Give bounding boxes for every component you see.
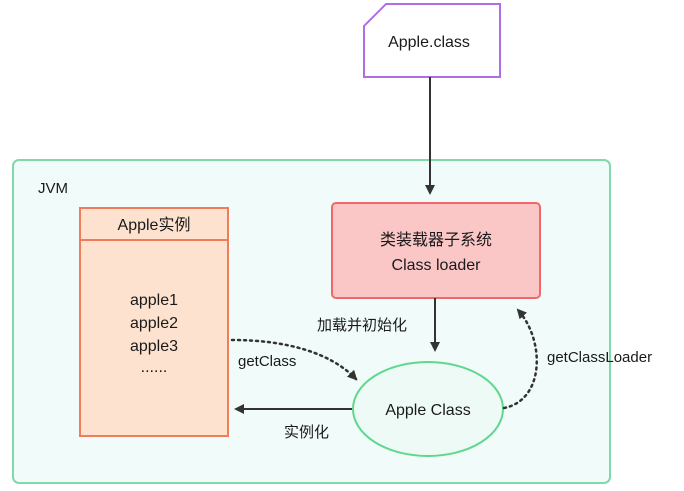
instance-item: ......	[141, 359, 168, 376]
jvm-label: JVM	[38, 180, 68, 197]
instance-item: apple1	[130, 292, 178, 309]
apple-class-node-label: Apple Class	[385, 402, 470, 419]
edge-label-get-class: getClass	[238, 353, 296, 370]
edge-label-instantiate: 实例化	[284, 424, 329, 441]
instance-item: apple2	[130, 315, 178, 332]
classloader-title-cn: 类装载器子系统	[380, 231, 492, 249]
classloader-title-en: Class loader	[392, 257, 482, 274]
classloader-box	[331, 202, 541, 299]
apple-class-file-label: Apple.class	[388, 34, 470, 51]
apple-class-file-node	[363, 3, 501, 78]
edge-label-load-init: 加载并初始化	[317, 317, 407, 334]
apple-class-node	[352, 361, 504, 457]
arrow-get-class-loader	[502, 308, 538, 410]
edge-label-get-class-loader: getClassLoader	[547, 349, 652, 366]
instances-box-title: Apple实例	[118, 216, 191, 234]
instances-box	[79, 207, 229, 437]
arrow-get-class	[230, 338, 358, 381]
instance-item: apple3	[130, 338, 178, 355]
